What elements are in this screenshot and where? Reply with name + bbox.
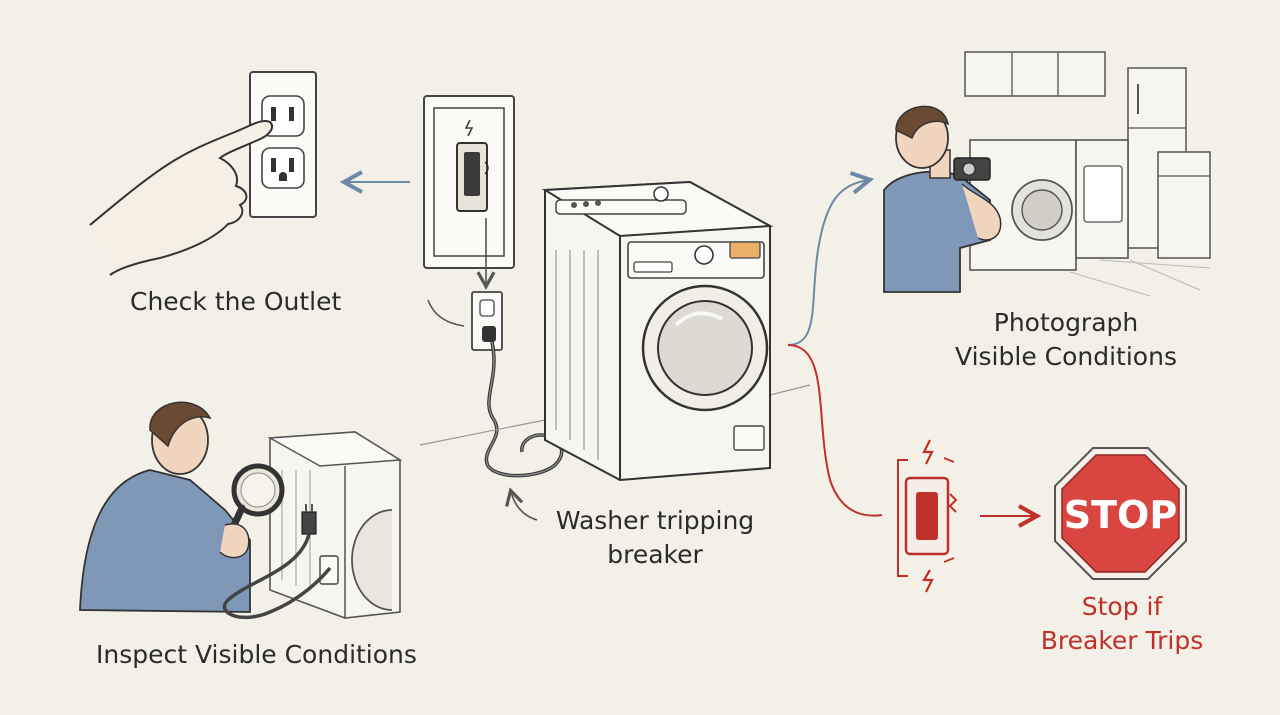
step-photograph-line2: Visible Conditions	[955, 342, 1177, 371]
washer-icon	[541, 180, 774, 482]
step-stop-line1: Stop if	[1081, 592, 1163, 621]
outlet-icon	[249, 71, 317, 218]
step-washer-line2: breaker	[607, 540, 703, 569]
check-outlet-illustration	[89, 71, 317, 276]
step-check-outlet: Check the Outlet	[130, 287, 342, 316]
step-stop-if-trips: Stop if Breaker Trips	[1020, 590, 1224, 658]
step-photograph-line1: Photograph	[993, 308, 1139, 337]
stop-sign-icon: STOP	[1054, 447, 1187, 580]
tripped-switch-icon	[897, 439, 958, 593]
stop-sign-text: STOP	[1064, 493, 1177, 537]
step-washer-line1: Washer tripping	[555, 506, 755, 535]
breaker-panel-icon	[423, 95, 515, 269]
inspect-scene-illustration	[79, 401, 403, 620]
step-photograph: Photograph Visible Conditions	[938, 306, 1194, 374]
step-stop-line2: Breaker Trips	[1040, 626, 1204, 655]
power-plug-icon	[471, 291, 503, 351]
step-washer-tripping: Washer tripping breaker	[540, 504, 770, 572]
step-inspect: Inspect Visible Conditions	[96, 640, 417, 669]
hand-icon	[89, 120, 274, 276]
photograph-scene-illustration	[883, 51, 1211, 297]
lightning-icon	[922, 439, 934, 465]
magnifier-icon	[224, 463, 285, 542]
